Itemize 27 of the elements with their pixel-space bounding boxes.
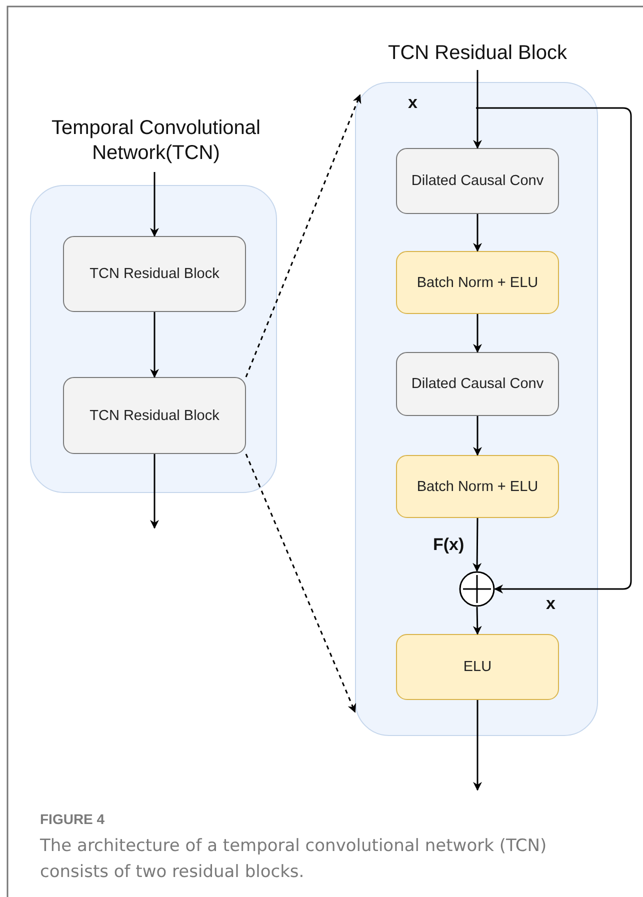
signal-label: x (546, 594, 556, 614)
group-heading: Temporal Convolutional Network(TCN) (50, 116, 262, 166)
arrow (150, 454, 159, 529)
arrow (476, 107, 632, 594)
arrow (150, 172, 159, 237)
activation-box: ELU (396, 634, 559, 700)
signal-label: F(x) (433, 535, 464, 555)
layer-box: Dilated Causal Conv (396, 148, 559, 214)
arrow (150, 312, 159, 378)
layer-box: TCN Residual Block (63, 236, 246, 312)
signal-label: x (408, 93, 418, 113)
figure-caption: The architecture of a temporal convolutional network (TCN) consists of two residual blocks. (40, 835, 548, 884)
activation-box: Batch Norm + ELU (396, 251, 559, 314)
arrow (473, 416, 482, 456)
activation-box: Batch Norm + ELU (396, 455, 559, 518)
dashed-arrow (245, 94, 362, 378)
arrow (473, 314, 482, 353)
dashed-arrow (245, 454, 356, 713)
arrow (473, 214, 482, 252)
arrow (473, 70, 482, 149)
arrow (472, 518, 482, 572)
layer-box: Dilated Causal Conv (396, 352, 559, 416)
arrow (473, 700, 482, 791)
layer-box: TCN Residual Block (63, 377, 246, 454)
arrow (472, 606, 482, 635)
figure-label: FIGURE 4 (40, 811, 105, 827)
group-heading: TCN Residual Block (387, 41, 568, 66)
